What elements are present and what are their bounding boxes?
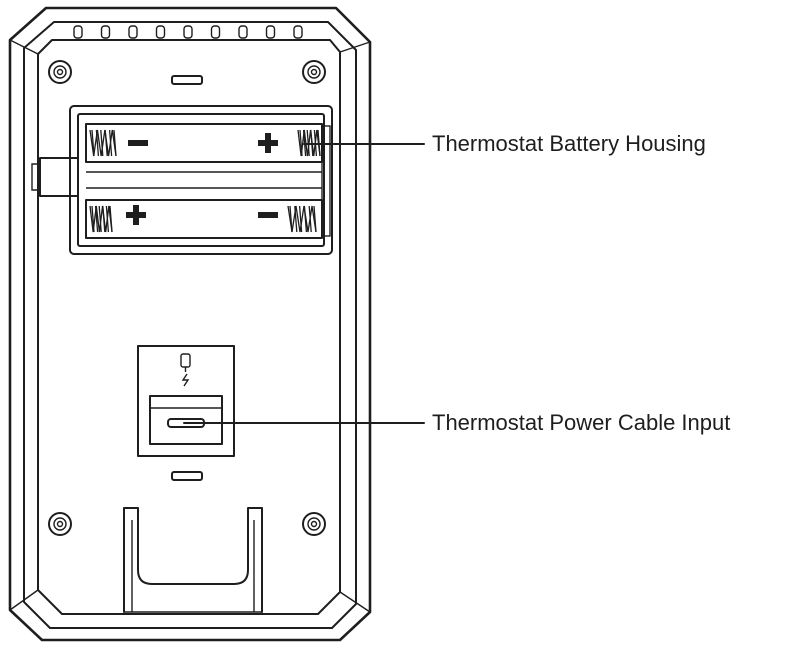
vent-slot <box>155 25 166 39</box>
vent-slot <box>128 25 138 39</box>
screw-icon <box>48 512 72 536</box>
vent-slot <box>183 25 193 39</box>
battery-spring-icon <box>89 129 321 233</box>
minus-sign-icon <box>258 212 278 218</box>
battery-spring <box>89 129 117 157</box>
vent-slot <box>100 25 111 39</box>
vent-slot <box>73 25 83 39</box>
bottom-stand <box>123 507 263 613</box>
vent-slot <box>238 25 248 39</box>
screw-icon <box>48 60 72 84</box>
battery-spring <box>287 205 317 233</box>
power-plug-icon <box>180 353 191 387</box>
vent-slot <box>293 25 303 39</box>
vent-slot <box>210 25 221 39</box>
minus-sign-icon <box>128 140 148 146</box>
bottom-slot <box>171 471 203 481</box>
screw-icon <box>48 60 326 536</box>
vent-slot <box>265 25 276 39</box>
plus-sign-icon <box>258 133 278 153</box>
power-cable-port <box>137 345 235 457</box>
top-slot <box>171 75 203 85</box>
screw-icon <box>302 60 326 84</box>
outer-shell <box>8 6 372 642</box>
power-cable-input-label: Thermostat Power Cable Input <box>432 410 731 435</box>
screw-icon <box>302 512 326 536</box>
battery-housing <box>31 105 333 255</box>
plus-sign-icon <box>126 205 146 225</box>
battery-housing-label: Thermostat Battery Housing <box>432 131 706 156</box>
vent-slot-icon <box>73 25 303 39</box>
